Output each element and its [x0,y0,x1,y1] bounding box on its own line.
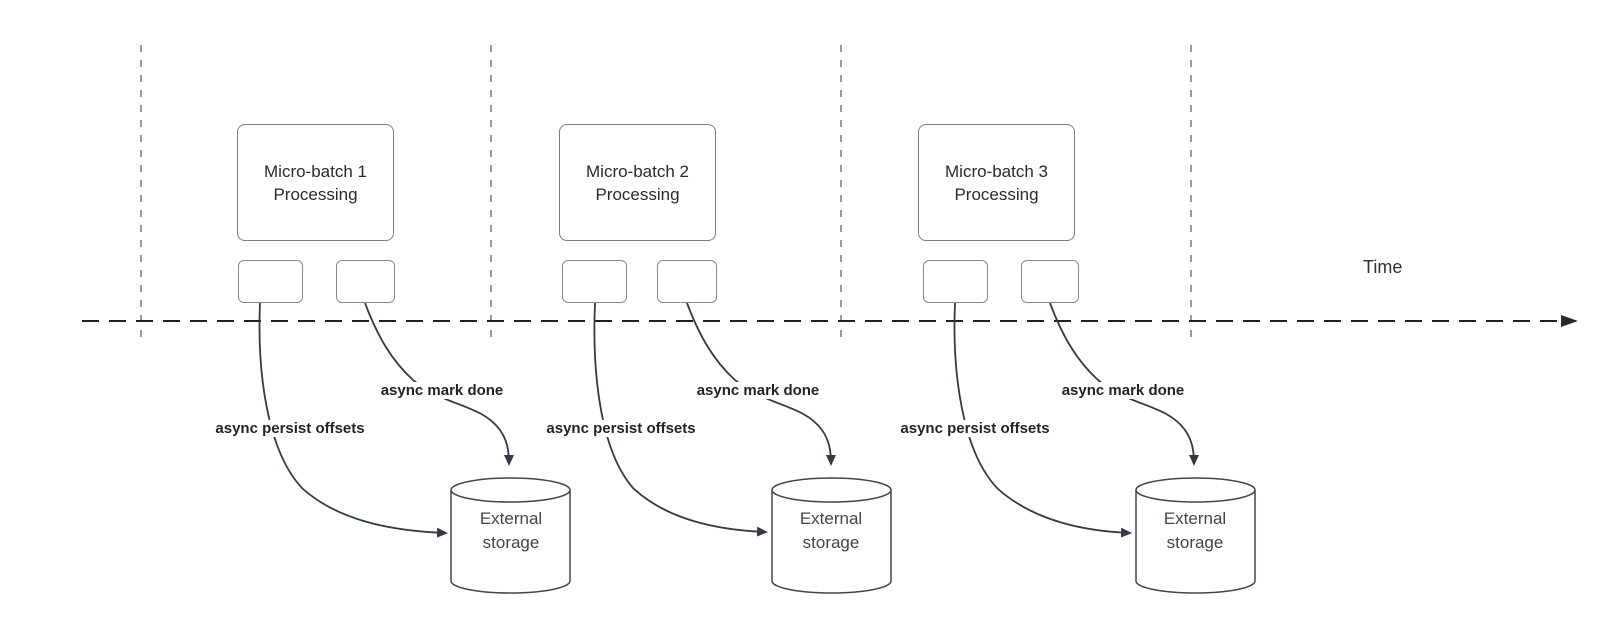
batch-1-persist-arrow [258,302,448,538]
batch-2-storage-label: External storage [799,509,863,552]
batch-1-title: Micro-batch 1 Processing [264,161,367,204]
batch-3-storage-cylinder [1135,477,1256,594]
batch-1-done-arrow [364,302,514,466]
batch-2-persist-arrow [593,302,768,537]
time-axis-label: Time [1363,257,1403,277]
batch-3-done-arrow [1049,302,1199,466]
batch-2-offset-box [562,260,627,303]
batch-1-processing-box: Micro-batch 1 Processing [237,124,394,241]
batch-2-processing-box: Micro-batch 2 Processing [559,124,716,241]
batch-3-done-box [1021,260,1079,303]
batch-1-persist-label: async persist offsets [213,420,367,437]
batch-1-done-box [336,260,395,303]
batch-2-persist-label: async persist offsets [544,420,698,437]
batch-2-done-arrow [686,302,836,466]
batch-3-persist-label: async persist offsets [898,420,1052,437]
batch-2-done-label: async mark done [694,382,822,399]
batch-1-done-label: async mark done [378,382,506,399]
batch-1-storage-cylinder [450,477,571,594]
batch-3-storage-label: External storage [1163,509,1227,552]
batch-2-storage-cylinder [771,477,892,594]
batch-3-persist-arrow [953,302,1132,538]
batch-3-processing-box: Micro-batch 3 Processing [918,124,1075,241]
batch-1-storage-label: External storage [479,509,543,552]
batch-1-offset-box [238,260,303,303]
batch-2-title: Micro-batch 2 Processing [586,161,689,204]
batch-2-done-box [657,260,717,303]
batch-3-title: Micro-batch 3 Processing [945,161,1048,204]
batch-3-offset-box [923,260,988,303]
batch-3-done-label: async mark done [1059,382,1187,399]
